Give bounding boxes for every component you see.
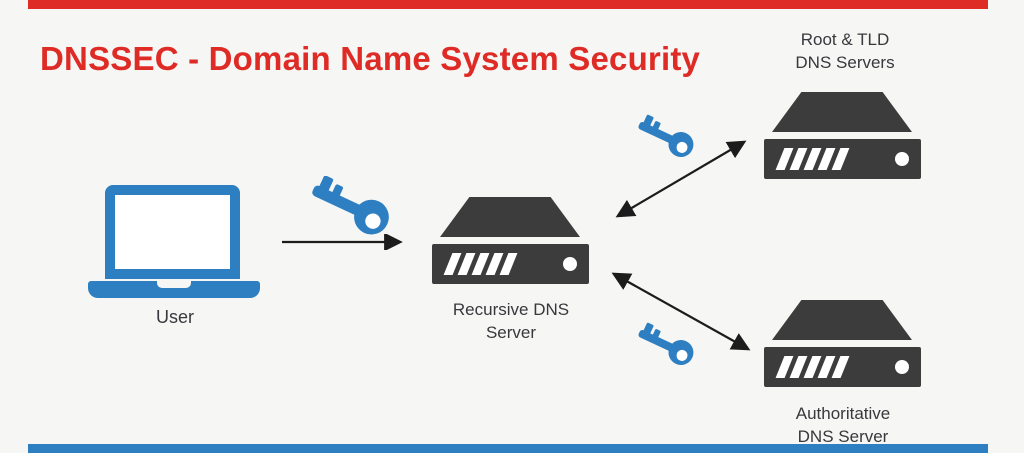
server-top xyxy=(440,197,580,237)
server-led xyxy=(563,257,577,271)
user-label: User xyxy=(155,307,194,327)
laptop-screen xyxy=(105,185,240,279)
server-top xyxy=(772,300,912,340)
server-top xyxy=(772,92,912,132)
authoritative-label-line1: Authoritative xyxy=(795,404,891,423)
arrow-user-to-recursive xyxy=(282,234,403,250)
root-tld-label: Root & TLD DNS Servers xyxy=(765,28,925,74)
server-vents xyxy=(775,148,850,170)
root-tld-label-line1: Root & TLD xyxy=(800,30,890,49)
root-tld-label-line2: DNS Servers xyxy=(795,53,895,72)
server-vents xyxy=(443,253,518,275)
recursive-dns-label: Recursive DNS Server xyxy=(431,298,591,344)
diagram-title: DNSSEC - Domain Name System Security xyxy=(40,40,701,77)
laptop-notch xyxy=(157,281,191,288)
bottom-accent-bar xyxy=(28,444,988,453)
server-body xyxy=(432,244,589,284)
server-body xyxy=(764,139,921,179)
recursive-dns-label-line1: Recursive DNS xyxy=(452,300,570,319)
arrow-recursive-authoritative xyxy=(611,272,751,351)
laptop-base xyxy=(88,281,260,298)
authoritative-label-line2: DNS Server xyxy=(797,427,889,446)
server-led xyxy=(895,360,909,374)
laptop-icon xyxy=(88,183,260,301)
key-icon xyxy=(312,176,389,235)
server-led xyxy=(895,152,909,166)
arrow-recursive-root xyxy=(615,140,747,218)
server-icon xyxy=(764,91,922,181)
server-body xyxy=(764,347,921,387)
server-icon xyxy=(764,299,922,389)
server-icon xyxy=(432,196,590,286)
server-vents xyxy=(775,356,850,378)
top-accent-bar xyxy=(28,0,988,9)
authoritative-label: Authoritative DNS Server xyxy=(763,402,923,448)
recursive-dns-label-line2: Server xyxy=(485,323,537,342)
